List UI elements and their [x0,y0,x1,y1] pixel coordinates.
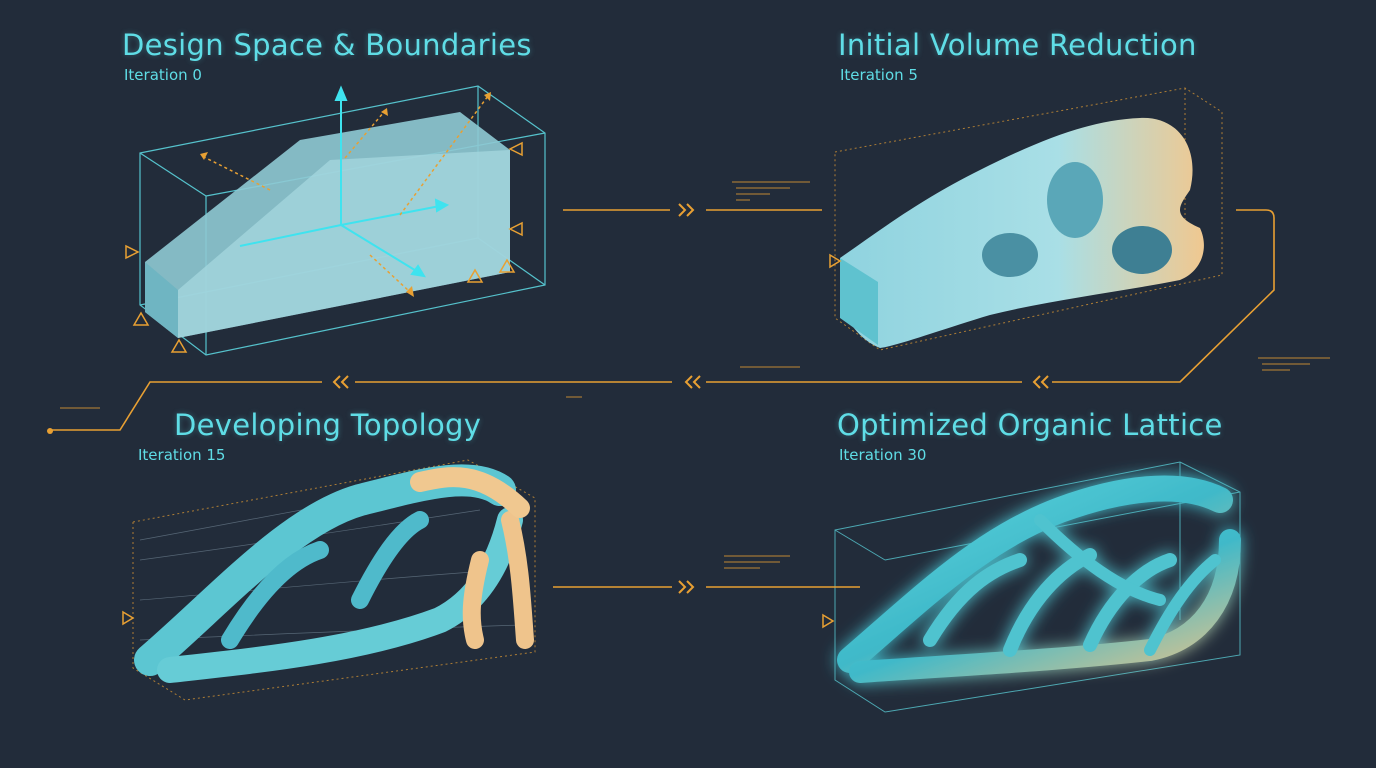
annotation-marks [60,181,1330,569]
force-vector-icon [200,92,491,297]
stage-1-iteration: Iteration 0 [124,66,202,84]
stage-2-title: Initial Volume Reduction [838,28,1197,62]
stage-3-title: Developing Topology [174,408,482,442]
stage-3-iteration: Iteration 15 [138,446,226,464]
stage-2-volume-reduction [829,87,1223,351]
stage-4-lattice [822,461,1241,713]
flow-connectors [52,209,1275,588]
flow-start-dot [47,428,53,434]
stage-4-title: Optimized Organic Lattice [837,408,1223,442]
support-triangle-icon [125,141,523,353]
stage-1-design-space [125,85,546,356]
arrow-right-icon [678,203,695,594]
stage-3-topology [122,459,536,701]
stage-4-iteration: Iteration 30 [839,446,927,464]
arrow-left-icon [332,375,1049,389]
stage-1-title: Design Space & Boundaries [122,28,532,62]
stage-2-iteration: Iteration 5 [840,66,918,84]
